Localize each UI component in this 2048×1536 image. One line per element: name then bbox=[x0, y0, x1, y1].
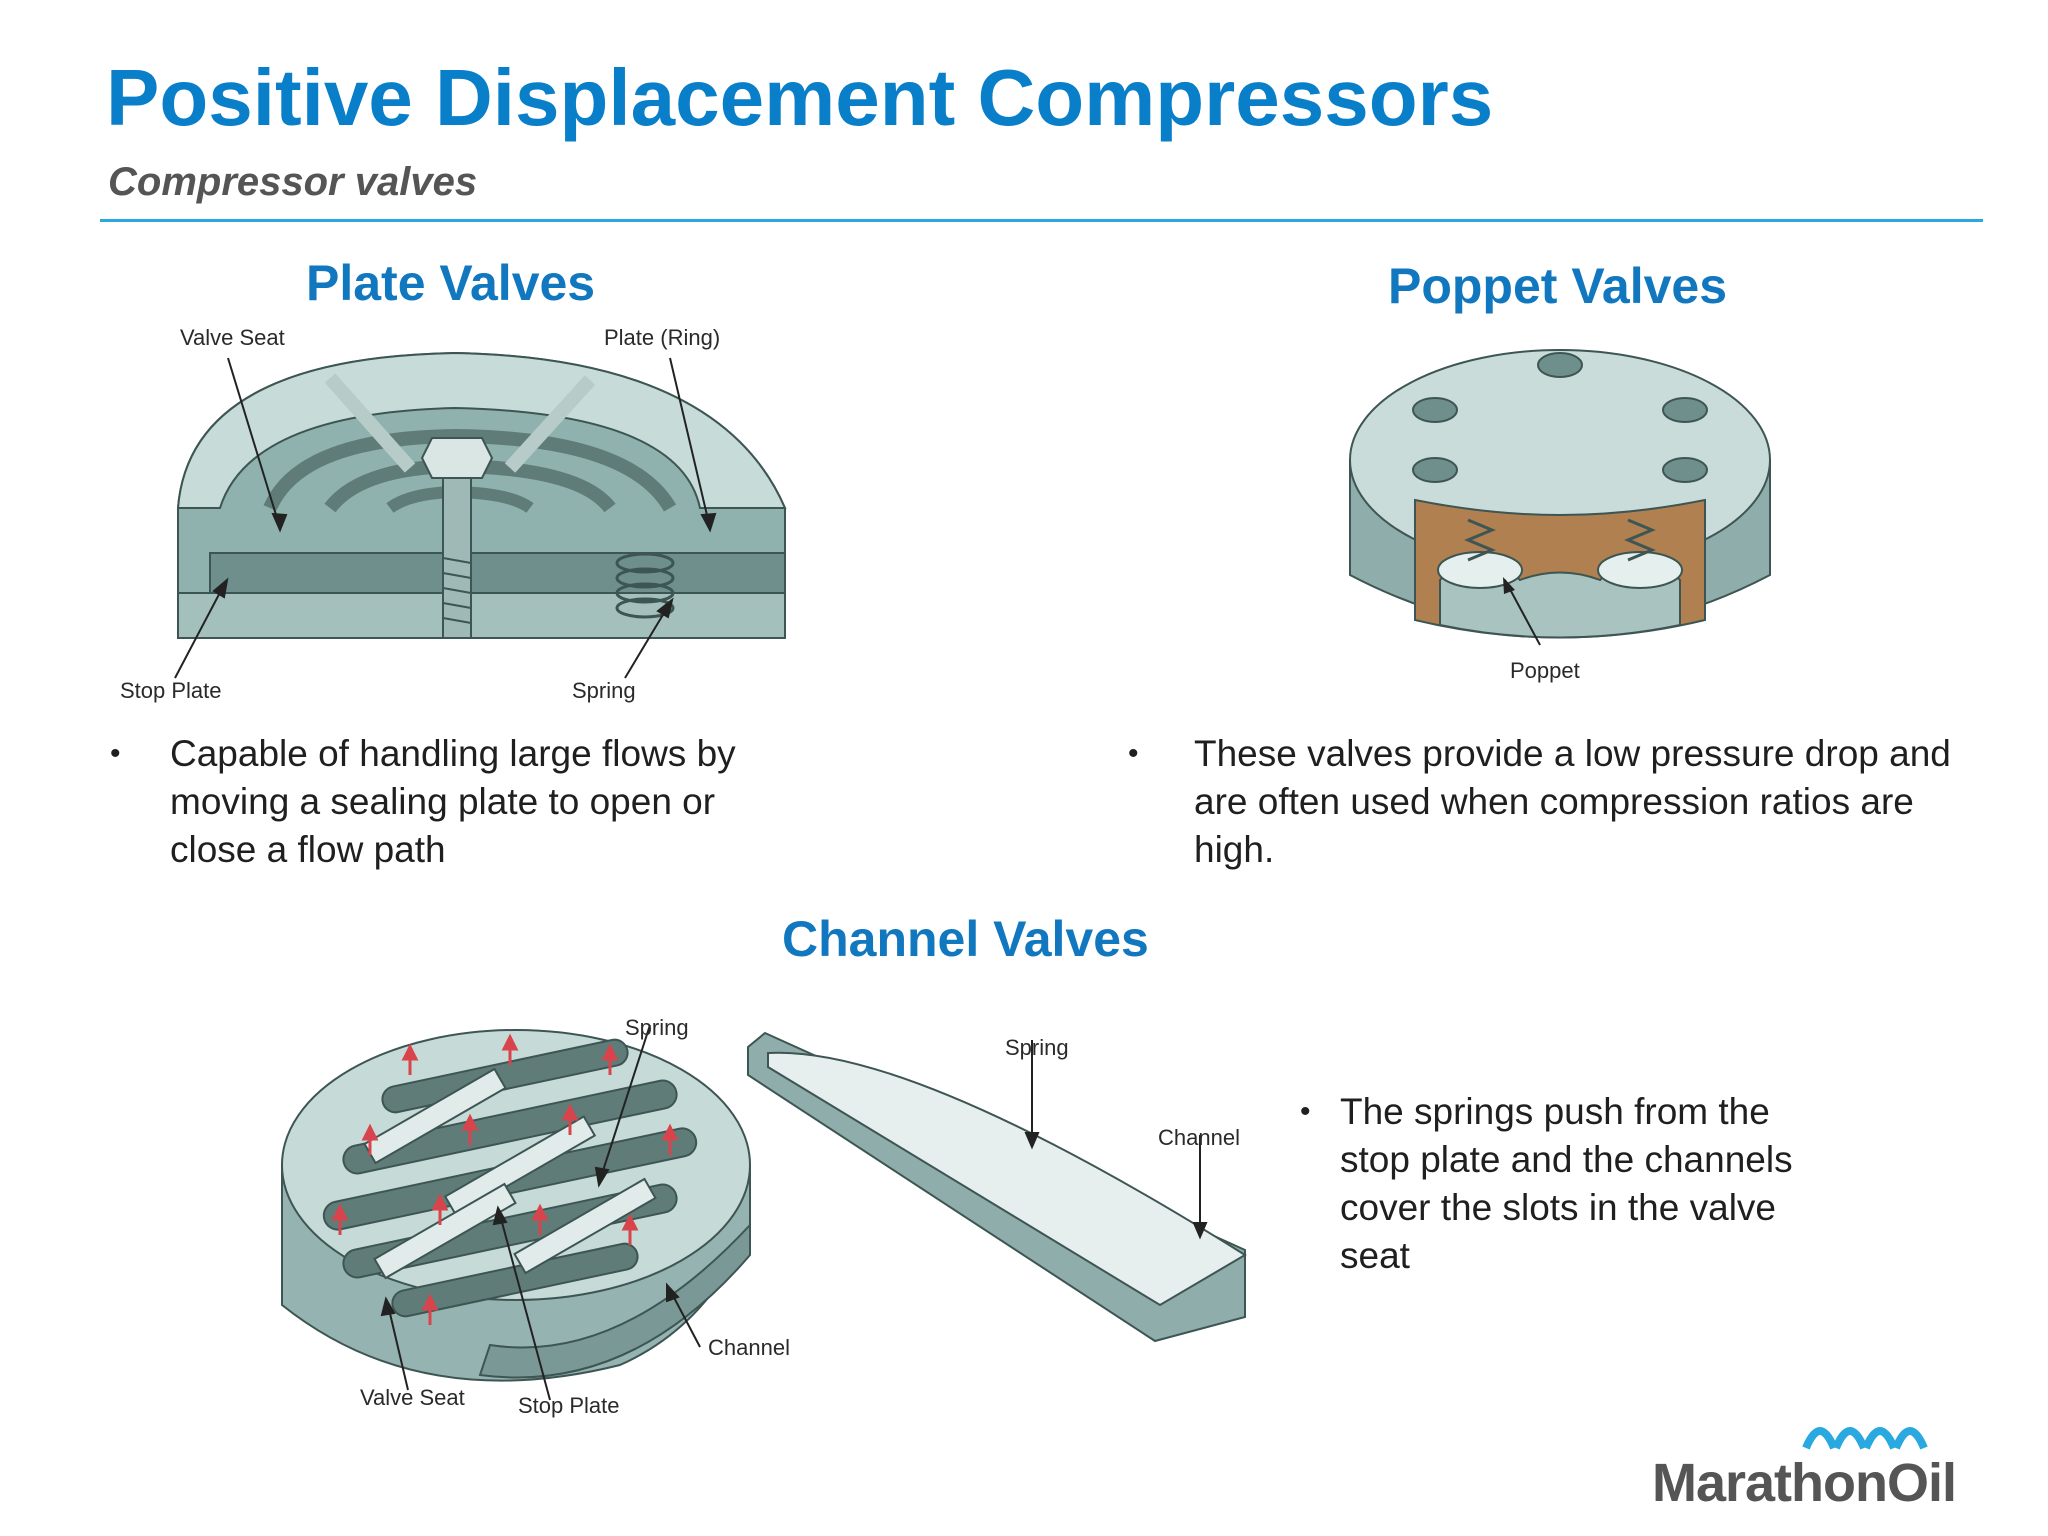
poppet-valves-bullet-text: These valves provide a low pressure drop… bbox=[1194, 733, 1951, 870]
channel-label-valve-seat: Valve Seat bbox=[360, 1385, 465, 1410]
plate-valves-bullet-text: Capable of handling large flows by movin… bbox=[170, 733, 736, 870]
plate-label-valve-seat: Valve Seat bbox=[180, 325, 285, 350]
poppet-valve-illustration: Poppet bbox=[1349, 349, 1771, 683]
channel-detail-label-channel: Channel bbox=[1158, 1125, 1240, 1150]
plate-valves-heading: Plate Valves bbox=[306, 255, 596, 311]
channel-detail-label-spring: Spring bbox=[1005, 1035, 1069, 1060]
channel-label-spring: Spring bbox=[625, 1015, 689, 1040]
poppet-valves-heading: Poppet Valves bbox=[1388, 258, 1728, 314]
channel-label-channel: Channel bbox=[708, 1335, 790, 1360]
bullet-dot-icon: • bbox=[1300, 1095, 1311, 1128]
poppet-label-poppet: Poppet bbox=[1510, 658, 1580, 683]
plate-label-stop-plate: Stop Plate bbox=[120, 678, 222, 703]
plate-label-plate-ring: Plate (Ring) bbox=[604, 325, 720, 350]
channel-valves-heading: Channel Valves bbox=[782, 911, 1149, 967]
channel-valves-bullet-text: The springs push from the stop plate and… bbox=[1340, 1091, 1793, 1276]
plate-label-spring: Spring bbox=[572, 678, 636, 703]
channel-valve-illustration: Spring Spring Channel Channel Valve Seat… bbox=[281, 1015, 1247, 1418]
marathon-oil-logo-mark bbox=[1802, 1427, 1928, 1450]
bullet-dot-icon: • bbox=[110, 737, 121, 770]
plate-valve-illustration: Valve Seat Plate (Ring) Stop Plate Sprin… bbox=[120, 325, 787, 703]
title-divider bbox=[100, 219, 1983, 222]
company-logo-text: MarathonOil bbox=[1652, 1453, 1957, 1513]
bullet-dot-icon: • bbox=[1128, 737, 1139, 770]
page-title: Positive Displacement Compressors bbox=[106, 53, 1494, 142]
channel-label-stop-plate: Stop Plate bbox=[518, 1393, 620, 1418]
page-subtitle: Compressor valves bbox=[108, 160, 478, 204]
